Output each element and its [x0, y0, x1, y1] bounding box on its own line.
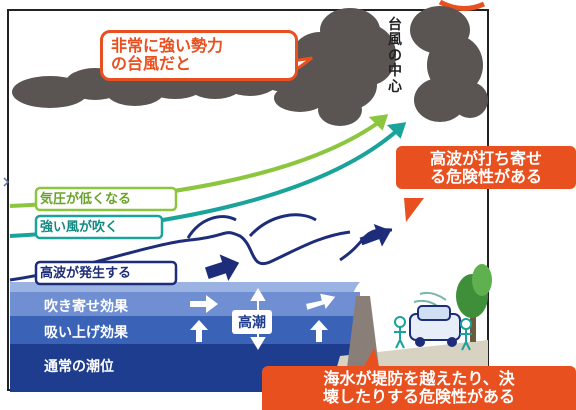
tree-icon [456, 264, 492, 342]
storm-surge-label: 高潮 [232, 310, 272, 334]
pill-border [34, 260, 178, 286]
strong-typhoon-callout: 非常に強い勢力 の台風だと [100, 30, 298, 81]
high-waves-callout: 高波が打ち寄せ る危険性がある [396, 146, 576, 190]
wind-setup-label: 吹き寄せ効果 [44, 299, 128, 315]
person-icon [394, 316, 472, 351]
normal-tide-label: 通常の潮位 [44, 359, 114, 375]
strong-wind-label: 強い風が吹く [40, 219, 119, 235]
wave-curl [248, 213, 317, 238]
low-pressure-label: 気圧が低くなる [40, 191, 132, 207]
car-icon [409, 305, 461, 347]
top-arc [438, 0, 486, 11]
callout-tail [404, 198, 424, 222]
strong-typhoon-text: 非常に強い勢力 の台風だと [111, 36, 224, 74]
wave-curl [186, 215, 237, 239]
wind-setup-layer [10, 292, 360, 316]
wave-arrow [9, 230, 351, 282]
overtopping-callout: 海水が堤防を越えたり、決 壊したりする危険性がある [262, 366, 576, 410]
pill-border [34, 214, 164, 240]
pill-border [34, 186, 178, 212]
suction-label: 吸い上げ効果 [44, 325, 128, 341]
callout-tail [362, 348, 380, 370]
edge-mark [3, 177, 10, 187]
typhoon-center-label: 台風の中心 [388, 17, 402, 95]
arrow-icon [368, 114, 389, 131]
suction-layer [10, 316, 360, 344]
arrow-icon [190, 293, 336, 342]
high-waves-text: 高波が打ち寄せ る危険性がある [429, 149, 542, 186]
high-waves-label: 高波が発生する [40, 265, 132, 281]
overtopping-text: 海水が堤防を越えたり、決 壊したりする危険性がある [322, 369, 515, 406]
arrow-icon [204, 224, 392, 282]
arrow-icon [386, 122, 407, 139]
